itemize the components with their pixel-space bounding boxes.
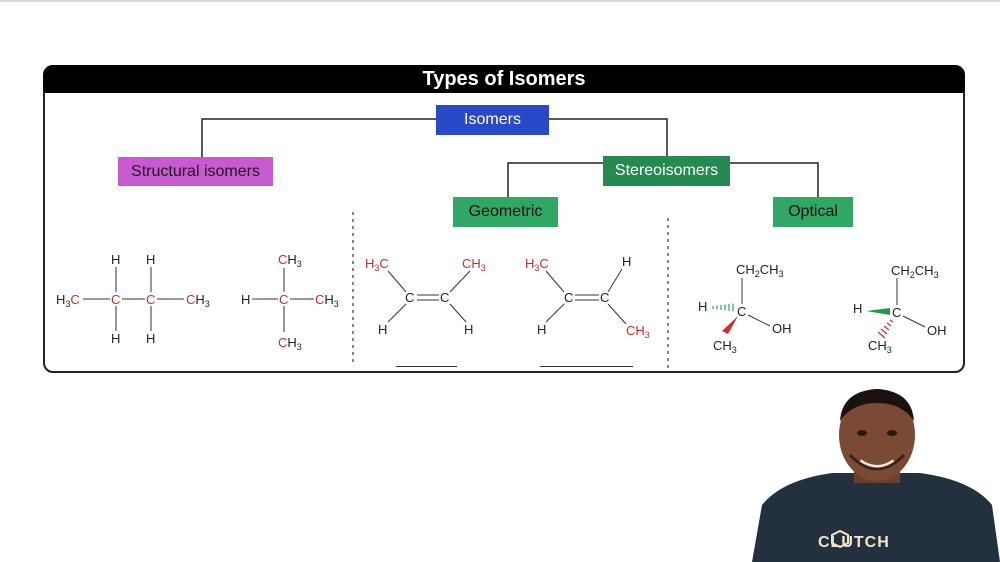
trans-h-top: H xyxy=(622,254,631,269)
cis-h1: H xyxy=(378,322,387,337)
opt1-c: C xyxy=(737,304,746,319)
optical-isomer-2-structure xyxy=(896,278,926,328)
isobutane-ch3-right: CH3 xyxy=(315,292,339,309)
node-structural-isomers: Structural isomers xyxy=(118,157,273,186)
butane-h1: H xyxy=(111,252,120,267)
clutch-logo: CLUTCH xyxy=(818,534,890,551)
opt2-h: H xyxy=(853,301,862,316)
answer-blank-cis xyxy=(396,366,457,367)
opt2-ch3: CH3 xyxy=(868,338,892,355)
trans-h3c: H3C xyxy=(525,256,549,273)
butane-ch3: CH3 xyxy=(186,292,210,309)
cis-c1: C xyxy=(405,290,414,305)
isobutane-ch3-bottom: CH3 xyxy=(278,335,302,352)
optical-2-hash-bond xyxy=(877,319,894,339)
butane-structure xyxy=(83,267,184,331)
node-isomers: Isomers xyxy=(436,105,549,135)
node-optical: Optical xyxy=(773,197,853,227)
butane-h3: H xyxy=(111,331,120,346)
optical-2-wedge-bond xyxy=(866,308,890,315)
opt2-oh: OH xyxy=(927,323,947,338)
butane-c2: C xyxy=(146,292,155,307)
trans-ch3: CH3 xyxy=(626,323,650,340)
opt1-h: H xyxy=(698,299,707,314)
opt2-c: C xyxy=(892,305,901,320)
optical-1-wedge-bond xyxy=(722,316,738,334)
trans-c1: C xyxy=(564,290,573,305)
opt1-oh: OH xyxy=(772,321,792,336)
connector-geometric xyxy=(507,162,603,197)
isobutane-structure xyxy=(252,268,314,332)
answer-blank-trans xyxy=(540,366,633,367)
cis-alkene-structure xyxy=(387,270,471,323)
cis-h2: H xyxy=(464,322,473,337)
butane-c1: C xyxy=(111,292,120,307)
butane-h4: H xyxy=(146,331,155,346)
trans-alkene-structure xyxy=(545,268,627,325)
presenter-video xyxy=(752,389,1000,562)
isobutane-ch3-top: CH3 xyxy=(278,252,302,269)
opt1-ch3: CH3 xyxy=(713,338,737,355)
cis-h3c: H3C xyxy=(365,256,389,273)
page-title: Types of Isomers xyxy=(43,65,965,93)
node-stereoisomers: Stereoisomers xyxy=(603,156,730,186)
optical-isomer-1-structure xyxy=(741,278,771,327)
trans-h-bottom: H xyxy=(537,322,546,337)
top-divider xyxy=(0,0,1000,2)
butane-h3c: H3C xyxy=(56,292,80,309)
connector-stereo xyxy=(549,118,668,157)
opt1-ch2ch3: CH2CH3 xyxy=(736,262,784,279)
isobutane-h: H xyxy=(241,292,250,307)
hexagon-icon xyxy=(831,529,849,549)
cis-ch3: CH3 xyxy=(462,256,486,273)
connector-optical xyxy=(730,162,819,197)
connector-structural xyxy=(201,118,436,157)
cis-c2: C xyxy=(440,290,449,305)
butane-h2: H xyxy=(146,252,155,267)
node-geometric: Geometric xyxy=(453,197,558,227)
isobutane-c: C xyxy=(279,292,288,307)
opt2-ch2ch3: CH2CH3 xyxy=(891,263,939,280)
trans-c2: C xyxy=(600,290,609,305)
optical-1-hash-bond xyxy=(712,303,734,312)
